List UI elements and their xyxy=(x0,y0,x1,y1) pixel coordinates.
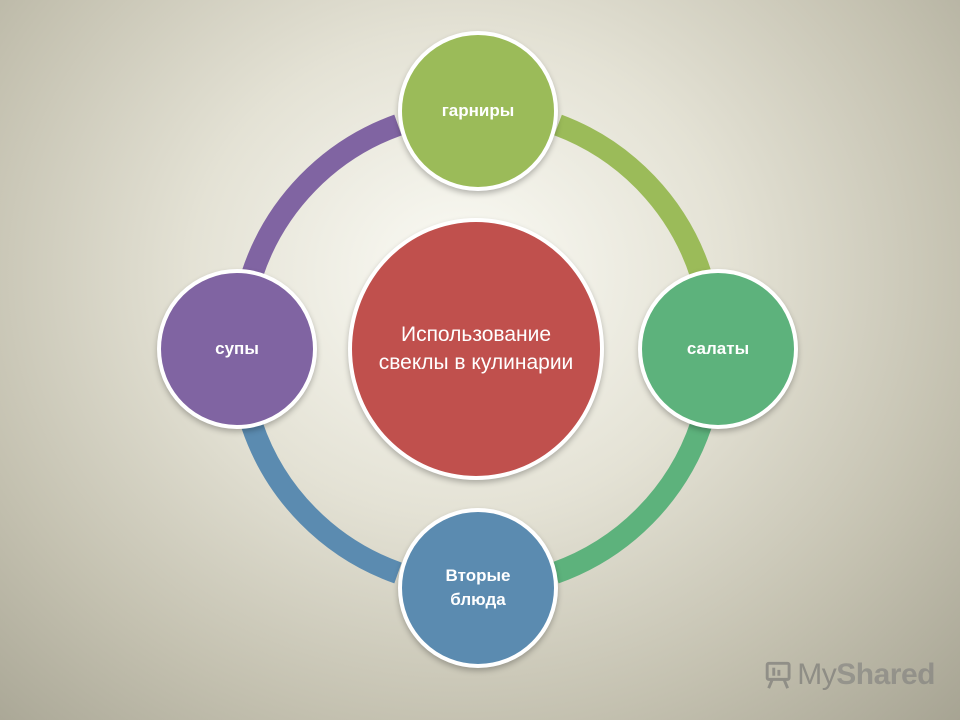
arc-bottom-left xyxy=(241,421,402,584)
node-vtorye-blyuda-label: Вторые блюда xyxy=(445,566,511,609)
arc-top-right xyxy=(554,114,712,279)
watermark-text-my: My xyxy=(797,658,837,691)
node-garniry-label: гарниры xyxy=(441,101,515,120)
node-supy-label: супы xyxy=(215,339,259,358)
center-node: Использование свеклы в кулинарии xyxy=(348,218,604,480)
arc-right-bottom xyxy=(551,421,712,584)
node-garniry: гарниры xyxy=(398,31,558,191)
watermark-text: MyShared xyxy=(797,658,935,692)
watermark-text-shared: Shared xyxy=(836,658,935,691)
center-node-label: Использование свеклы в кулинарии xyxy=(378,323,574,374)
arc-left-top xyxy=(241,114,402,279)
node-vtorye-blyuda: Вторые блюда xyxy=(398,508,558,668)
node-salaty-label: салаты xyxy=(686,339,750,358)
node-salaty: салаты xyxy=(638,269,798,429)
presentation-board-icon xyxy=(765,661,791,689)
node-supy: супы xyxy=(157,269,317,429)
myshared-watermark: MyShared xyxy=(765,650,935,700)
